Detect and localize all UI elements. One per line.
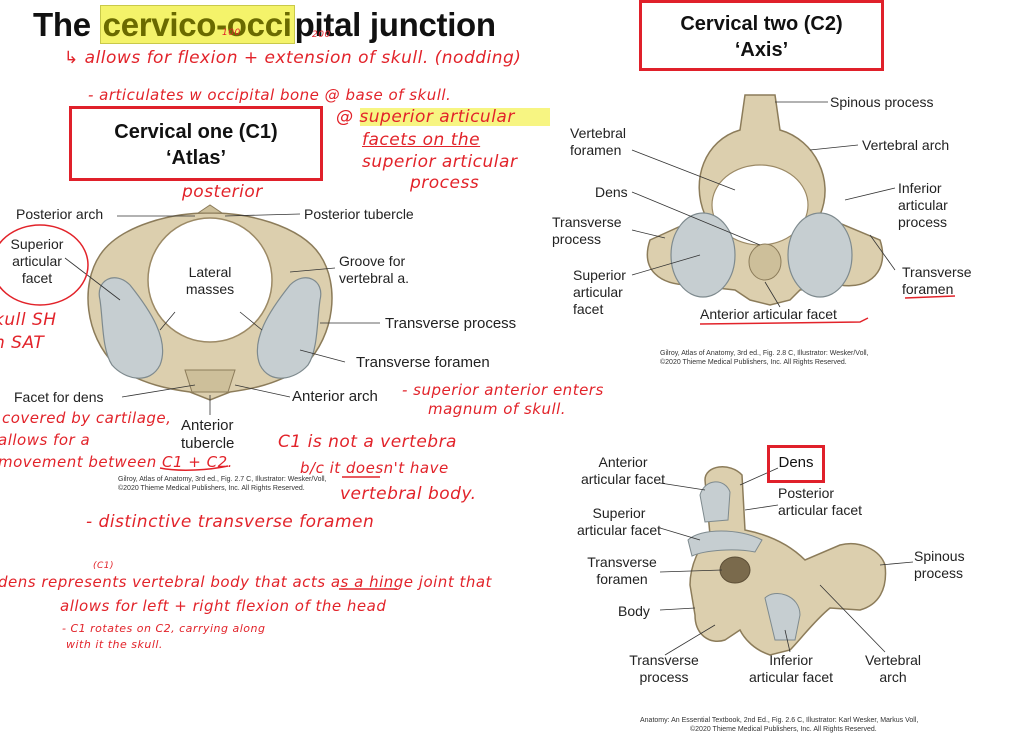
note-anterior-arch-2: magnum of skull.	[428, 400, 566, 418]
note-superior-4: process	[410, 173, 479, 193]
note-c1-not-1: C1 is not a vertebra	[278, 432, 457, 452]
axis-top-label-anterior-articular-facet: Anterior articular facet	[700, 306, 837, 323]
axis-side-label-superior-articular-facet: Superior articular facet	[560, 505, 678, 539]
axis-side-label-transverse-foramen: Transverse foramen	[584, 554, 660, 588]
axis-top-credit: Gilroy, Atlas of Anatomy, 3rd ed., Fig. …	[660, 349, 869, 367]
axis-side-label-inferior-articular-facet: Inferior articular facet	[741, 652, 841, 686]
axis-side-label-vertebral-arch: Vertebral arch	[858, 652, 928, 686]
atlas-label-anterior-arch: Anterior arch	[292, 388, 378, 406]
note-c1-not-3: vertebral body.	[340, 484, 477, 504]
axis-side-label-body: Body	[618, 603, 650, 620]
note-dens-rep-2: allows for left + right flexion of the h…	[60, 597, 386, 615]
note-cartilage-1: covered by cartilage,	[2, 409, 171, 427]
atlas-label-anterior-tubercle: Anterior tubercle	[181, 417, 234, 453]
note-superior-3: superior articular	[362, 152, 517, 172]
axis-side-label-transverse-process: Transverse process	[626, 652, 702, 686]
dens-box: Dens	[767, 445, 825, 483]
note-superior-1: @ superior articular	[336, 107, 515, 127]
page-title: The cervico-occipital junction	[33, 6, 496, 44]
atlas-label-superior-articular-facet: Superior articular facet	[6, 236, 68, 287]
axis-top-label-vertebral-foramen: Vertebral foramen	[570, 125, 626, 159]
atlas-label-posterior-tubercle: Posterior tubercle	[304, 206, 414, 223]
atlas-label-transverse-foramen: Transverse foramen	[356, 354, 490, 372]
c2-title-line2: ‘Axis’	[642, 37, 881, 63]
atlas-label-lateral-masses: Lateral masses	[180, 264, 240, 298]
axis-side-label-posterior-articular-facet: Posterior articular facet	[778, 485, 862, 519]
note-distinctive: - distinctive transverse foramen	[86, 512, 374, 532]
axis-top-label-transverse-process: Transverse process	[552, 214, 622, 248]
c2-title-box: Cervical two (C2) ‘Axis’	[639, 0, 884, 71]
atlas-label-posterior-arch: Posterior arch	[16, 206, 103, 223]
note-left-cut1: kull SH	[0, 310, 57, 330]
axis-top-label-superior-articular-facet: Superior articular facet	[573, 267, 626, 318]
note-anterior-arch-1: - superior anterior enters	[402, 381, 604, 399]
axis-top-label-spinous-process: Spinous process	[830, 94, 934, 111]
atlas-illustration	[88, 205, 332, 400]
note-cartilage-3: movement between C1 + C2.	[0, 453, 233, 471]
axis-top-illustration	[647, 95, 882, 305]
note-rotate-2: with it the skull.	[66, 636, 163, 654]
note-cartilage-2: allows for a	[0, 431, 90, 449]
note-posterior: posterior	[182, 182, 263, 202]
note-articulates: - articulates w occipital bone @ base of…	[88, 86, 451, 104]
dens-box-label: Dens	[778, 454, 813, 471]
note-dens-rep-1: dens represents vertebral body that acts…	[0, 573, 492, 591]
atlas-label-facet-for-dens: Facet for dens	[14, 389, 104, 406]
title-note-100: 100	[222, 28, 241, 38]
c2-title-line1: Cervical two (C2)	[642, 11, 881, 37]
c1-title-box: Cervical one (C1) ‘Atlas’	[69, 106, 323, 181]
axis-side-label-spinous-process: Spinous process	[914, 548, 965, 582]
title-highlight: cervico-occi	[100, 5, 295, 44]
axis-side-label-anterior-articular-facet: Anterior articular facet	[564, 454, 682, 488]
c1-title-line1: Cervical one (C1)	[72, 119, 320, 145]
axis-top-label-dens: Dens	[595, 184, 628, 201]
title-note-200: 200	[312, 30, 331, 40]
atlas-label-groove: Groove for vertebral a.	[339, 253, 409, 287]
note-left-cut2: n SAT	[0, 333, 44, 353]
note-superior-2: facets on the	[362, 130, 480, 150]
axis-side-credit: Anatomy: An Essential Textbook, 2nd Ed.,…	[640, 716, 918, 734]
c1-title-line2: ‘Atlas’	[72, 145, 320, 171]
note-c1-small: (C1)	[93, 561, 114, 571]
axis-top-label-transverse-foramen: Transverse foramen	[902, 264, 972, 298]
atlas-credit: Gilroy, Atlas of Anatomy, 3rd ed., Fig. …	[118, 475, 327, 493]
note-flexion: ↳ allows for flexion + extension of skul…	[64, 48, 521, 68]
axis-top-label-inferior-articular-process: Inferior articular process	[898, 180, 948, 231]
axis-top-label-vertebral-arch: Vertebral arch	[862, 137, 949, 154]
atlas-label-transverse-process: Transverse process	[385, 315, 516, 333]
